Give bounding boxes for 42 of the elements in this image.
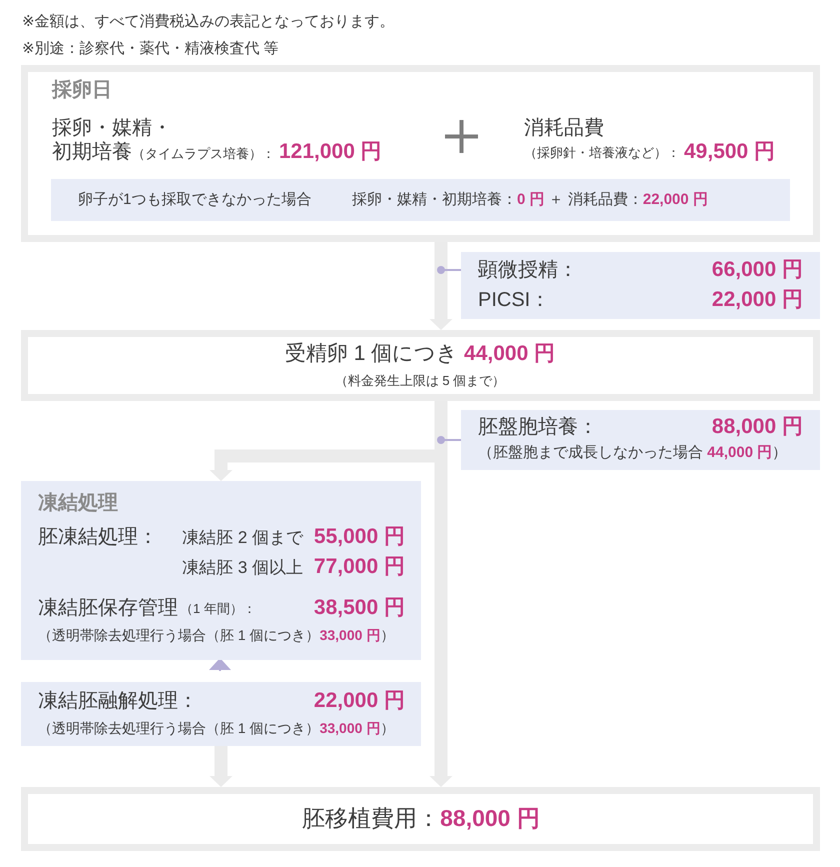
leader-line bbox=[437, 436, 461, 444]
flow-arrow bbox=[430, 242, 452, 330]
leader-line bbox=[437, 266, 461, 274]
box-heading: 凍結処理 bbox=[38, 491, 118, 516]
price: 77,000 円 bbox=[314, 554, 405, 580]
note-text: （料金発生上限は 5 個まで） bbox=[334, 372, 506, 390]
price: 49,500 円 bbox=[684, 139, 776, 166]
item-label: 胚盤胞培養： bbox=[478, 415, 598, 440]
item-note: （1 年間）： bbox=[180, 600, 256, 618]
note-text: 採卵・媒精・初期培養：0 円 ＋ 消耗品費：22,000 円 bbox=[352, 190, 708, 210]
note-text: （透明帯除去処理行う場合（胚 1 個につき）33,000 円） bbox=[38, 718, 394, 738]
flow-line bbox=[434, 401, 448, 462]
price: 22,000 円 bbox=[314, 688, 405, 714]
item-note: 凍結胚 2 個まで bbox=[182, 526, 303, 549]
box-heading: 採卵日 bbox=[52, 78, 112, 103]
item-label: 採卵・媒精・初期培養（タイムラプス培養）： bbox=[52, 116, 275, 165]
step-box bbox=[21, 65, 820, 242]
note-text: （透明帯除去処理行う場合（胚 1 個につき）33,000 円） bbox=[38, 626, 394, 644]
price: 55,000 円 bbox=[314, 524, 405, 550]
arrow bbox=[209, 658, 231, 672]
price: 121,000 円 bbox=[279, 139, 382, 166]
item-label: 胚凍結処理： bbox=[38, 525, 158, 550]
price: 88,000 円 bbox=[712, 414, 803, 440]
step-text: 胚移植費用：88,000 円 bbox=[302, 804, 540, 834]
price: 22,000 円 bbox=[712, 287, 803, 314]
info-box bbox=[461, 410, 820, 470]
item-label: PICSI： bbox=[478, 288, 550, 313]
note-text: 卵子が1つも採取できなかった場合 bbox=[78, 190, 312, 210]
item-label: 顕微授精： bbox=[478, 258, 578, 283]
note-text: ※別途：診察代・薬代・精液検査代 等 bbox=[22, 39, 279, 59]
item-label: 凍結胚融解処理： bbox=[38, 689, 198, 714]
item-note: 凍結胚 3 個以上 bbox=[182, 556, 303, 579]
item-label: 凍結胚保存管理 bbox=[38, 596, 178, 621]
info-box bbox=[461, 252, 820, 319]
item-note: （採卵針・培養液など）： bbox=[524, 144, 680, 162]
info-box bbox=[21, 481, 421, 660]
note-text: （胚盤胞まで成長しなかった場合 44,000 円） bbox=[478, 443, 788, 463]
price: 38,500 円 bbox=[314, 595, 405, 622]
note-text: ※金額は、すべて消費税込みの表記となっております。 bbox=[22, 12, 395, 32]
price: 66,000 円 bbox=[712, 257, 803, 284]
step-text: 受精卵 1 個につき 44,000 円 bbox=[284, 341, 556, 368]
item-label: 消耗品費 bbox=[524, 116, 604, 141]
